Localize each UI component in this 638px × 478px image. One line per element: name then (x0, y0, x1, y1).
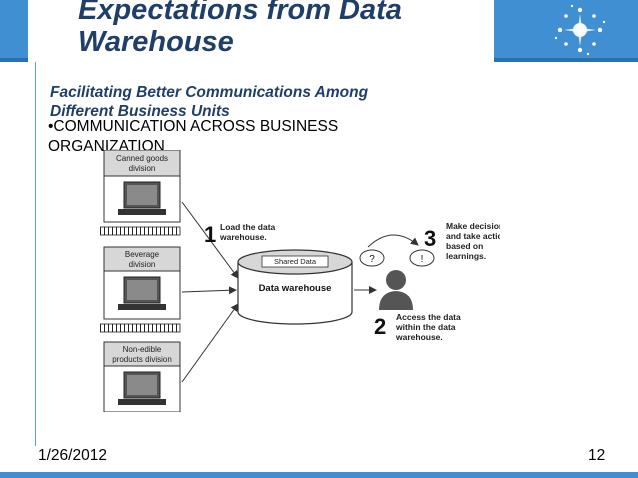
sun-logo-icon (554, 4, 606, 56)
division-3-line1: Non-edible (123, 345, 162, 354)
step-3-line4: learnings. (446, 251, 486, 261)
step-3-number: 3 (424, 226, 436, 251)
arrow-decide (367, 234, 419, 248)
data-warehouse-cylinder: Shared Data Data warehouse (237, 249, 353, 325)
step-2-line2: within the data (395, 322, 456, 332)
computer-icon (118, 371, 166, 405)
bullet-clip: •COMMUNICATION ACROSS BUSINESS ORGANIZAT… (0, 0, 638, 154)
step-2-number: 2 (374, 314, 386, 339)
step-3-line3: based on (446, 241, 483, 251)
shared-data-label-box (261, 255, 329, 268)
arrow-load-1 (181, 201, 239, 279)
header-band-left-edge (0, 58, 28, 62)
slide-title-line2: Warehouse (78, 26, 234, 58)
header-band-right (494, 0, 638, 58)
step-3-line1: Make decisions (446, 221, 500, 231)
division-1-line1: Canned goods (116, 154, 168, 163)
step-1-line2: warehouse. (219, 232, 267, 242)
header-band-right-edge (494, 58, 638, 62)
subtitle-line2: Different Business Units (50, 103, 230, 120)
step-2-line1: Access the data (396, 312, 461, 322)
question-mark: ? (369, 254, 375, 265)
subtitle-line1: Facilitating Better Communications Among (50, 84, 369, 101)
bullet-line1: •COMMUNICATION ACROSS BUSINESS (48, 118, 339, 135)
arrow-load-3 (181, 303, 239, 383)
bullet-text: •COMMUNICATION ACROSS BUSINESS ORGANIZAT… (48, 117, 338, 154)
link-bar-2 (100, 323, 181, 333)
division-canned-goods: Canned goods division (103, 150, 181, 223)
division-2-line2: division (129, 260, 156, 269)
person-icon (379, 270, 413, 310)
question-bubble: ? (359, 249, 385, 267)
computer-icon (118, 181, 166, 215)
header-band-left (0, 0, 28, 58)
division-3-line2: products division (112, 355, 172, 364)
step-3-line2: and take actions (446, 231, 500, 241)
data-warehouse-diagram: Canned goods division Beverage division (100, 150, 500, 412)
slide-subtitle: Facilitating Better Communications Among… (50, 83, 368, 121)
link-bar-1 (100, 226, 181, 236)
arrow-load-2 (181, 286, 237, 295)
warehouse-label: Data warehouse (259, 283, 332, 294)
step-1-number: 1 (204, 222, 216, 247)
exclamation-mark: ! (421, 254, 424, 265)
division-non-edible: Non-edible products division (103, 341, 181, 412)
footer-date: 1/26/2012 (38, 447, 107, 464)
slide-title: Expectations from Data Warehouse (78, 0, 402, 58)
shared-data-label: Shared Data (274, 257, 317, 266)
exclamation-bubble: ! (409, 249, 435, 267)
footer-page-number: 12 (588, 447, 606, 464)
step-1-line1: Load the data (220, 222, 276, 232)
division-1-line2: division (129, 164, 156, 173)
footer-band (0, 472, 638, 478)
step-2-line3: warehouse. (395, 332, 443, 342)
division-beverage: Beverage division (103, 246, 181, 320)
division-2-line1: Beverage (125, 250, 160, 259)
left-rule (35, 62, 36, 446)
slide-title-line1: Expectations from Data (78, 0, 402, 26)
computer-icon (118, 276, 166, 310)
